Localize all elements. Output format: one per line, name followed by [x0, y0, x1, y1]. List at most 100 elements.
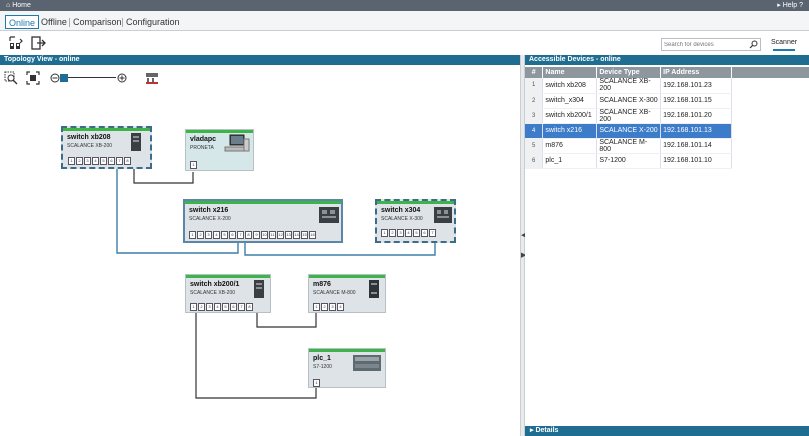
port[interactable]: 6 [108, 157, 115, 165]
port[interactable]: 5 [100, 157, 107, 165]
pc-icon [224, 134, 250, 158]
panel-splitter[interactable]: ◀ ▶ [520, 55, 527, 436]
device-switch-xb208[interactable]: switch xb208 SCALANCE XB-200 1 2 3 4 5 6… [61, 126, 152, 169]
home-link[interactable]: ⌂ Home [6, 2, 31, 9]
zoom-slider-handle[interactable] [60, 74, 68, 82]
port[interactable]: 14 [293, 231, 300, 239]
port[interactable]: 5 [413, 229, 420, 237]
tab-configuration[interactable]: Configuration [126, 17, 180, 27]
port[interactable]: 11 [269, 231, 276, 239]
table-row[interactable]: 6 plc_1 S7-1200 192.168.101.10 [525, 153, 732, 169]
search-icon[interactable] [749, 40, 758, 51]
layout-icon[interactable] [145, 71, 159, 87]
port[interactable]: 7 [238, 303, 245, 311]
tab-offline[interactable]: Offline [41, 17, 67, 27]
port[interactable]: 4 [214, 303, 221, 311]
port[interactable]: 13 [285, 231, 292, 239]
port[interactable]: 5 [222, 303, 229, 311]
port[interactable]: 3 [329, 303, 336, 311]
port[interactable]: 1 [68, 157, 75, 165]
topology-header: Topology View - online [0, 55, 520, 65]
port[interactable]: 4 [337, 303, 344, 311]
port[interactable]: 2 [321, 303, 328, 311]
device-switch-xb2001[interactable]: switch xb200/1 SCALANCE XB-200 1 2 3 4 5… [185, 274, 271, 313]
port[interactable]: 5 [221, 231, 228, 239]
device-type-cell: SCALANCE X-300 [596, 93, 662, 109]
port-row: 1 2 3 4 5 6 7 8 9 10 11 12 13 14 15 16 [189, 231, 317, 239]
column-header-ip[interactable]: IP Address [660, 67, 732, 78]
device-m876[interactable]: m876 SCALANCE M-800 1 2 3 4 [308, 274, 386, 313]
help-link[interactable]: ▸ Help ? [777, 2, 803, 9]
port[interactable]: 12 [277, 231, 284, 239]
device-switch-x216[interactable]: switch x216 SCALANCE X-200 1 2 3 4 5 6 7… [183, 199, 343, 243]
zoom-select-icon[interactable] [4, 71, 18, 87]
router-device-icon [369, 280, 379, 300]
port[interactable]: 4 [405, 229, 412, 237]
device-plc-1[interactable]: plc_1 S7-1200 1 [308, 348, 386, 388]
table-row[interactable]: 1 switch xb208 SCALANCE XB-200 192.168.1… [525, 78, 732, 94]
port[interactable]: 1 [313, 379, 320, 387]
search-input[interactable] [664, 40, 748, 50]
column-header-type[interactable]: Device Type [596, 67, 662, 78]
port[interactable]: 6 [230, 303, 237, 311]
port[interactable]: 4 [92, 157, 99, 165]
expand-icon: ▸ [530, 427, 534, 434]
zoom-out-icon[interactable] [50, 73, 60, 85]
port[interactable]: 8 [246, 303, 253, 311]
device-type-cell: SCALANCE XB-200 [596, 78, 662, 94]
export-icon[interactable] [29, 34, 47, 52]
collapse-right-icon[interactable]: ▶ [521, 252, 527, 259]
network-scan-icon[interactable] [7, 34, 25, 52]
details-panel-toggle[interactable]: ▸ Details [525, 426, 809, 436]
port[interactable]: 7 [429, 229, 436, 237]
port[interactable]: 7 [237, 231, 244, 239]
port[interactable]: 1 [381, 229, 388, 237]
port[interactable]: 3 [84, 157, 91, 165]
port[interactable]: 4 [213, 231, 220, 239]
column-header-num[interactable]: # [525, 67, 544, 78]
tab-comparison[interactable]: Comparison [73, 17, 122, 27]
column-header-name[interactable]: Name [542, 67, 598, 78]
port[interactable]: 7 [116, 157, 123, 165]
table-row[interactable]: 2 switch_x304 SCALANCE X-300 192.168.101… [525, 93, 732, 109]
topology-toolbar [0, 66, 520, 90]
scanner-button[interactable]: Scanner [771, 39, 798, 46]
collapse-left-icon[interactable]: ◀ [521, 232, 527, 239]
table-row-selected[interactable]: 4 switch x216 SCALANCE X-200 192.168.101… [525, 123, 732, 139]
port[interactable]: 1 [189, 231, 196, 239]
port[interactable]: 3 [397, 229, 404, 237]
accessible-devices-table: # Name Device Type IP Address 1 switch x… [525, 67, 732, 169]
table-row[interactable]: 5 m876 SCALANCE M-800 192.168.101.14 [525, 138, 732, 154]
switch-device-icon [131, 133, 141, 153]
port[interactable]: 2 [198, 303, 205, 311]
tab-online[interactable]: Online [5, 15, 40, 29]
port[interactable]: 16 [309, 231, 316, 239]
zoom-in-icon[interactable] [117, 73, 127, 85]
port[interactable]: 2 [76, 157, 83, 165]
port[interactable]: 9 [253, 231, 260, 239]
device-name-cell: switch xb200/1 [542, 108, 598, 124]
port[interactable]: 6 [229, 231, 236, 239]
port[interactable]: 1 [313, 303, 320, 311]
port[interactable]: 3 [205, 231, 212, 239]
port[interactable]: 10 [261, 231, 268, 239]
port[interactable]: 6 [421, 229, 428, 237]
port[interactable]: 1 [190, 161, 197, 169]
port[interactable]: 2 [389, 229, 396, 237]
device-name: switch xb208 [67, 134, 111, 141]
device-type-cell: S7-1200 [596, 153, 662, 169]
zoom-slider-track[interactable] [60, 77, 116, 78]
port[interactable]: 3 [206, 303, 213, 311]
device-vladapc[interactable]: vladapc PRONETA 1 [185, 129, 254, 171]
port[interactable]: 1 [190, 303, 197, 311]
port[interactable]: 8 [124, 157, 131, 165]
port[interactable]: 8 [245, 231, 252, 239]
device-switch-x304[interactable]: switch x304 SCALANCE X-300 1 2 3 4 5 6 7 [375, 199, 456, 243]
table-row[interactable]: 3 switch xb200/1 SCALANCE XB-200 192.168… [525, 108, 732, 124]
fit-to-view-icon[interactable] [26, 71, 40, 87]
topology-canvas[interactable]: switch xb208 SCALANCE XB-200 1 2 3 4 5 6… [0, 91, 520, 436]
port[interactable]: 2 [197, 231, 204, 239]
port[interactable]: 15 [301, 231, 308, 239]
device-name-cell: switch xb208 [542, 78, 598, 94]
scanner-active-indicator [773, 49, 795, 51]
